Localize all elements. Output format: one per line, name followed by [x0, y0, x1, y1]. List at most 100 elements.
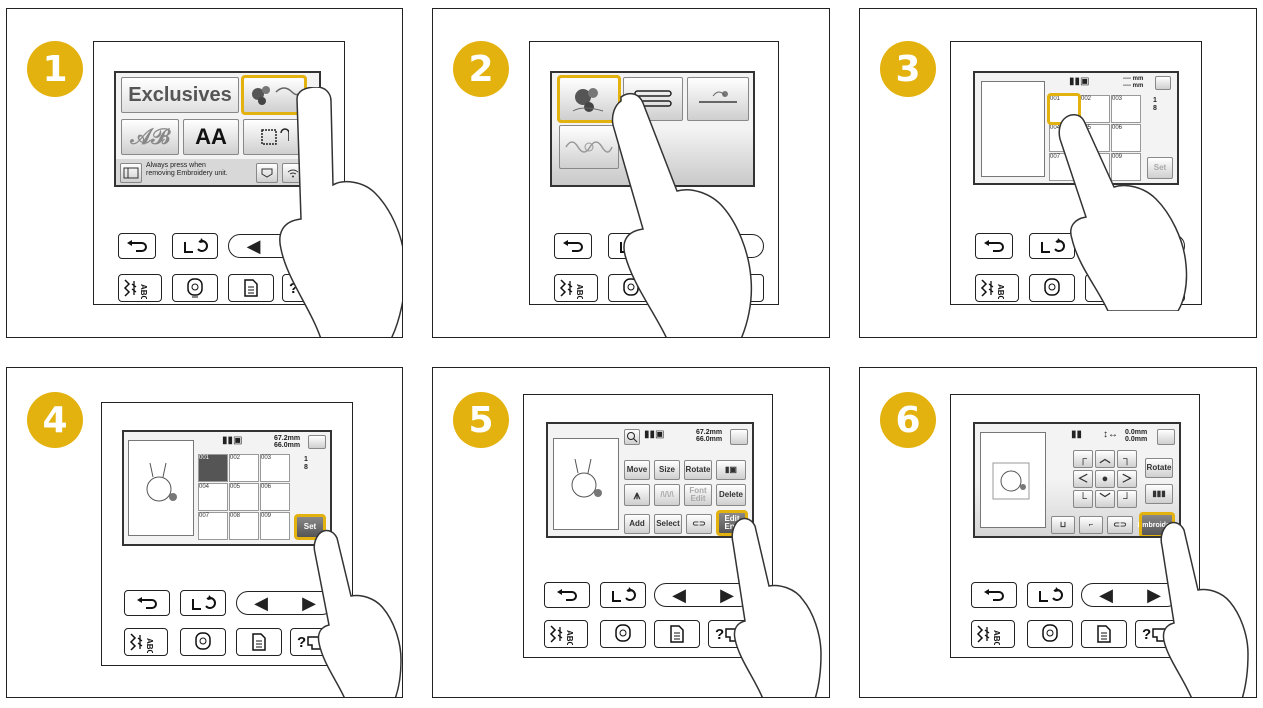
utility-stitch-button[interactable]: ABC: [554, 274, 598, 302]
pattern-cell[interactable]: 003: [1111, 95, 1141, 123]
navigation-pill[interactable]: ◀▶: [654, 583, 752, 607]
arrow-right-icon[interactable]: ▶: [295, 235, 310, 256]
back-button[interactable]: [971, 582, 1017, 608]
back-button[interactable]: [544, 582, 590, 608]
density-button[interactable]: /\/\/\: [654, 484, 680, 506]
embroidery-button[interactable]: [180, 628, 226, 656]
settings-button[interactable]: [236, 628, 282, 656]
decorative-pattern-button[interactable]: [687, 77, 749, 121]
arrow-right-button[interactable]: ＞: [1117, 470, 1137, 488]
add-button[interactable]: Add: [624, 514, 650, 534]
pattern-cell[interactable]: 009: [1111, 153, 1141, 181]
font-button[interactable]: AA: [183, 119, 239, 155]
size-button[interactable]: Size: [654, 460, 680, 480]
mirror-button[interactable]: ⩚: [624, 484, 650, 506]
remove-unit-button[interactable]: [120, 163, 142, 183]
navigation-pill[interactable]: ◀▶: [236, 591, 334, 615]
pattern-cell[interactable]: 009: [260, 512, 290, 540]
arrow-right-icon[interactable]: ▶: [720, 584, 734, 605]
pattern-cell[interactable]: 005: [229, 483, 259, 511]
back-button[interactable]: [118, 233, 156, 259]
utility-stitch-button[interactable]: ABC: [124, 628, 168, 656]
pattern-cell[interactable]: 008: [1080, 153, 1110, 181]
presser-foot-button[interactable]: [1029, 233, 1075, 259]
rotate-button[interactable]: Rotate: [1145, 458, 1173, 478]
start-point-button[interactable]: ⌐: [1079, 516, 1103, 534]
arrow-left-icon[interactable]: ◀: [254, 592, 268, 613]
help-button[interactable]: [718, 274, 764, 302]
settings-button[interactable]: [654, 620, 700, 648]
embroidery-button[interactable]: [608, 274, 654, 302]
back-button[interactable]: [554, 233, 592, 259]
utility-stitch-button[interactable]: ABC: [975, 274, 1019, 302]
pattern-cell[interactable]: 001: [198, 454, 228, 482]
back-button[interactable]: [124, 590, 170, 616]
border-pattern-button[interactable]: [623, 77, 683, 121]
frame-pattern-button[interactable]: [243, 119, 305, 155]
navigation-pill[interactable]: ◀▶: [1081, 583, 1179, 607]
arrow-left-icon[interactable]: ◀: [1099, 584, 1113, 605]
delete-button[interactable]: Delete: [716, 484, 746, 506]
arrow-left-icon[interactable]: ◀: [672, 584, 686, 605]
arrow-down-left-button[interactable]: └: [1073, 490, 1093, 508]
monogram-button[interactable]: 𝒜ℬ: [121, 119, 179, 155]
hoop-button[interactable]: [1157, 429, 1175, 445]
pattern-cell[interactable]: 004: [1049, 124, 1079, 152]
pattern-cell[interactable]: 007: [1049, 153, 1079, 181]
embroidery-button[interactable]: [1027, 620, 1073, 648]
embroidery-button[interactable]: [600, 620, 646, 648]
pattern-cell[interactable]: 005: [1080, 124, 1110, 152]
embroidery-button[interactable]: [1029, 274, 1075, 302]
layout-button[interactable]: ▮▮▮: [1145, 484, 1173, 504]
center-button[interactable]: ●: [1095, 470, 1115, 488]
arrow-right-icon[interactable]: ▶: [1147, 584, 1161, 605]
pattern-cell[interactable]: 006: [1111, 124, 1141, 152]
settings-button[interactable]: [1085, 274, 1131, 302]
wireless-button[interactable]: [282, 163, 304, 183]
embroidery-button[interactable]: [172, 274, 218, 302]
help-button[interactable]: ?: [708, 620, 754, 648]
arrow-left-icon[interactable]: ◀: [246, 235, 261, 256]
arrow-up-left-button[interactable]: ┌: [1073, 450, 1093, 468]
pattern-cell[interactable]: 002: [229, 454, 259, 482]
navigation-pill[interactable]: [664, 234, 764, 258]
settings-button[interactable]: [1081, 620, 1127, 648]
presser-foot-button[interactable]: [1027, 582, 1073, 608]
select-button[interactable]: Select: [654, 514, 682, 534]
presser-foot-button[interactable]: [180, 590, 226, 616]
help-button[interactable]: ?: [1135, 620, 1181, 648]
arrow-down-right-button[interactable]: ┘: [1117, 490, 1137, 508]
font-edit-button[interactable]: Font Edit: [684, 484, 712, 506]
arrow-down-button[interactable]: ﹀: [1095, 490, 1115, 508]
rotate-button[interactable]: Rotate: [684, 460, 712, 480]
set-button[interactable]: Set: [1147, 157, 1173, 179]
settings-button[interactable]: [228, 274, 274, 302]
hoop-button[interactable]: [308, 435, 326, 449]
pattern-cell[interactable]: 004: [198, 483, 228, 511]
pattern-cell[interactable]: 006: [260, 483, 290, 511]
settings-button[interactable]: [664, 274, 710, 302]
memory-button[interactable]: ⊂⊃: [686, 514, 712, 534]
pocket-button[interactable]: [256, 163, 278, 183]
pattern-cell[interactable]: 002: [1080, 95, 1110, 123]
arrow-up-right-button[interactable]: ┐: [1117, 450, 1137, 468]
presser-foot-button[interactable]: [600, 582, 646, 608]
trial-button[interactable]: ⊔: [1051, 516, 1075, 534]
back-button[interactable]: [975, 233, 1013, 259]
help-button[interactable]: ?: [290, 628, 336, 656]
pattern-cell[interactable]: 007: [198, 512, 228, 540]
arrow-up-button[interactable]: ︿: [1095, 450, 1115, 468]
move-button[interactable]: Move: [624, 460, 650, 480]
presser-foot-button[interactable]: [172, 233, 218, 259]
help-button[interactable]: [1139, 274, 1185, 302]
utility-stitch-button[interactable]: ABC: [118, 274, 162, 302]
memory-button[interactable]: ⊂⊃: [1107, 516, 1133, 534]
help-button[interactable]: ?: [282, 274, 328, 302]
navigation-pill[interactable]: [1085, 234, 1185, 258]
pattern-cell[interactable]: 008: [229, 512, 259, 540]
arrow-right-icon[interactable]: ▶: [302, 592, 316, 613]
hoop-button[interactable]: [1155, 76, 1171, 90]
pattern-cell[interactable]: 003: [260, 454, 290, 482]
lace-pattern-button[interactable]: [559, 125, 619, 169]
color-button[interactable]: ▮▣: [716, 460, 746, 480]
